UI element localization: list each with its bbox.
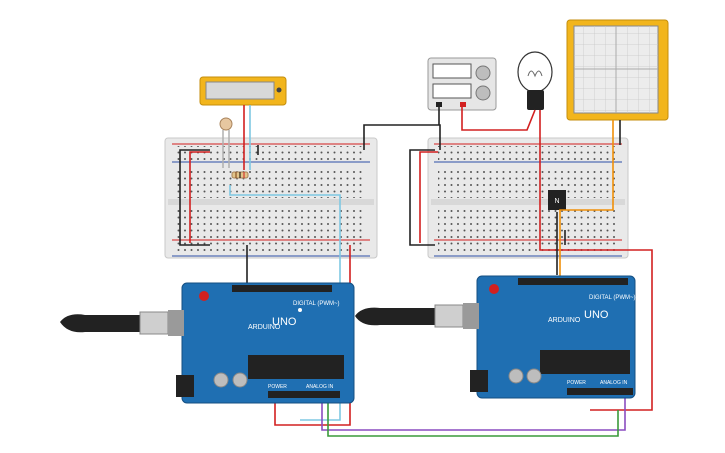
- breadboard-left[interactable]: [164, 137, 378, 259]
- photoresistor[interactable]: [219, 117, 233, 168]
- light-bulb[interactable]: [517, 51, 553, 110]
- arduino-left-brand: ARDUINO: [248, 324, 281, 331]
- arduino-left-model: UNO: [272, 316, 297, 328]
- arduino-right-analog-label: ANALOG IN: [600, 380, 628, 386]
- arduino-left-analog-label: ANALOG IN: [306, 384, 334, 390]
- transistor-label: N: [554, 198, 559, 205]
- arduino-left[interactable]: DIGITAL (PWM~) ARDUINO UNO POWER ANALOG …: [176, 282, 355, 404]
- power-supply[interactable]: [427, 57, 497, 111]
- transistor[interactable]: N: [548, 190, 566, 210]
- arduino-left-digital-label: DIGITAL (PWM~): [293, 301, 340, 307]
- breadboard-right[interactable]: [427, 137, 629, 259]
- arduino-right-digital-label: DIGITAL (PWM~): [589, 295, 636, 301]
- meter-module[interactable]: [199, 76, 287, 106]
- arduino-right-model: UNO: [584, 309, 609, 321]
- oscilloscope[interactable]: [566, 19, 669, 121]
- usb-cable-right: [355, 303, 479, 329]
- arduino-right[interactable]: DIGITAL (PWM~) ARDUINO UNO POWER ANALOG …: [470, 275, 636, 399]
- usb-cable-left: [60, 310, 184, 336]
- arduino-right-brand: ARDUINO: [548, 317, 581, 324]
- resistor[interactable]: [231, 171, 249, 179]
- arduino-left-power-label: POWER: [268, 384, 287, 390]
- arduino-right-power-label: POWER: [567, 380, 586, 386]
